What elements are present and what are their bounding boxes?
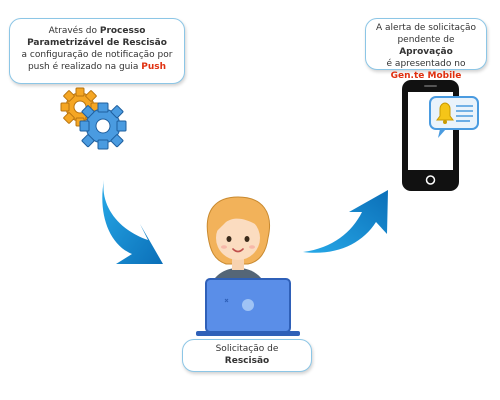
gears-icon (60, 87, 127, 150)
bottom-callout-line-1: Solicitação de (187, 343, 307, 355)
left-callout-line-1: Através do Processo (16, 25, 178, 37)
bottom-callout-line-2: Rescisão (187, 355, 307, 367)
woman-at-laptop-illustration (206, 196, 270, 292)
right-callout-text: pendente de (397, 35, 455, 45)
woman-bangs (216, 208, 262, 232)
right-callout-line-3: é apresentado no (370, 58, 482, 70)
right-callout-line-4: Gen.te Mobile (370, 70, 482, 82)
woman-eyes (226, 236, 250, 242)
left-callout-text: a configuração de notificação por (21, 50, 173, 60)
arrow-down-right-icon (102, 180, 163, 264)
right-callout-line-2: pendente de Aprovação (370, 34, 482, 58)
blue-gear-icon (79, 102, 127, 150)
bottom-callout: Solicitação de Rescisão (182, 339, 312, 372)
left-callout-bold: Parametrizável de Rescisão (27, 38, 167, 48)
right-callout: A alerta de solicitação pendente de Apro… (365, 18, 487, 81)
laptop-icon (196, 278, 300, 336)
left-callout-text: push é realizado na guia (27, 62, 142, 72)
right-callout-accent: Gen.te Mobile (390, 71, 462, 81)
bottom-callout-bold: Rescisão (224, 356, 270, 366)
bottom-callout-text: Solicitação de (215, 344, 279, 354)
right-callout-text: A alerta de solicitação (376, 23, 476, 33)
arrow-up-right-icon (303, 190, 388, 253)
left-callout-accent: Push (141, 62, 167, 72)
left-callout-line-3: a configuração de notificação por (16, 49, 178, 61)
bell-notification-icon (429, 96, 479, 138)
left-callout-bold: Processo (99, 26, 146, 36)
left-callout-line-4: push é realizado na guia Push (16, 61, 178, 73)
right-callout-line-1: A alerta de solicitação (370, 22, 482, 34)
woman-face (216, 216, 260, 260)
right-callout-text: é apresentado no (386, 59, 466, 69)
left-callout-text: Através do (48, 26, 100, 36)
left-callout: Através do Processo Parametrizável de Re… (9, 18, 185, 84)
left-callout-line-2: Parametrizável de Rescisão (16, 37, 178, 49)
right-callout-bold: Aprovação (399, 47, 453, 57)
